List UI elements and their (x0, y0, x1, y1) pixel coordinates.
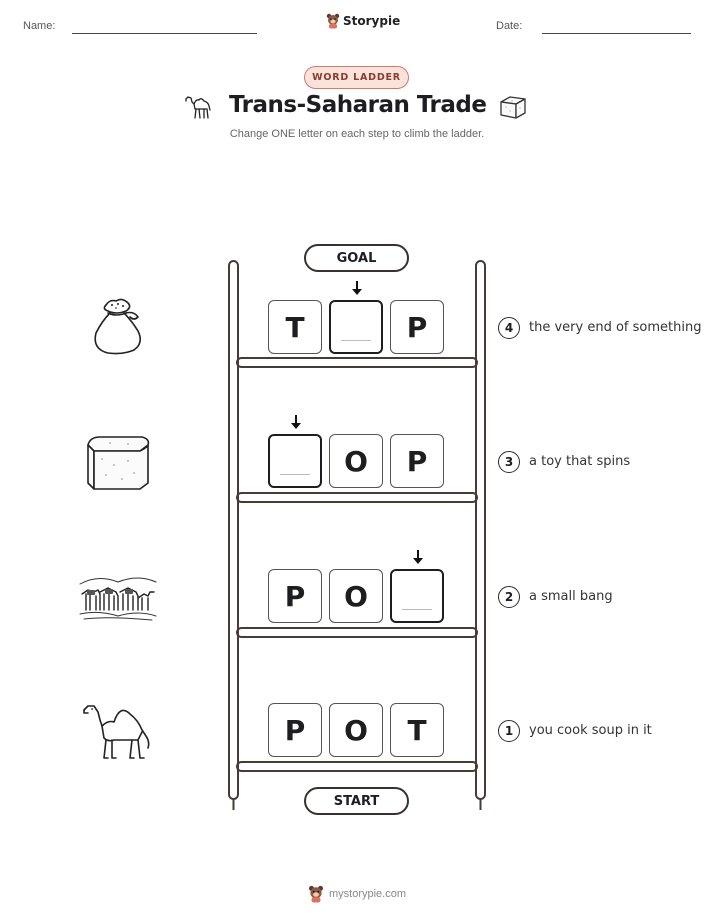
clue-text: you cook soup in it (529, 723, 652, 738)
letter-tile: P (268, 703, 322, 757)
tile-letter: T (285, 310, 305, 344)
start-label: START (304, 787, 409, 815)
brand-name: Storypie (343, 14, 401, 28)
sugar-cube-icon (500, 96, 526, 119)
letter-tile: T (268, 300, 322, 354)
arrow-down-icon (291, 415, 301, 429)
goal-label: GOAL (304, 244, 409, 272)
footer-url: mystorypie.com (329, 888, 407, 900)
date-line[interactable] (542, 33, 691, 34)
tile-letter: O (344, 579, 368, 613)
tile-letter: P (284, 579, 306, 613)
tile-letter: T (407, 713, 427, 747)
letter-tile: P (390, 434, 444, 488)
letter-tile: O (329, 434, 383, 488)
camel-icon (185, 96, 211, 119)
date-label: Date: (496, 20, 523, 32)
arrow-down-icon (352, 281, 362, 295)
tile-letter: P (406, 444, 428, 478)
letter-tile: O (329, 569, 383, 623)
bear-mascot-icon (326, 13, 340, 29)
instructions: Change ONE letter on each step to climb … (229, 128, 485, 140)
name-line[interactable] (72, 33, 257, 34)
blank-letter-input[interactable] (329, 300, 383, 354)
ladder-frame (228, 260, 486, 810)
step-number: 3 (498, 451, 520, 473)
letter-tile: O (329, 703, 383, 757)
letter-tile: P (268, 569, 322, 623)
clue-text: the very end of something (529, 320, 702, 335)
footer: mystorypie.com (308, 885, 406, 903)
caravan-icon (79, 577, 157, 621)
blank-letter-input[interactable] (268, 434, 322, 488)
step-number: 2 (498, 586, 520, 608)
step-number: 4 (498, 317, 520, 339)
word-ladder-badge: WORD LADDER (304, 66, 409, 89)
page-title: Trans-Saharan Trade (229, 92, 487, 118)
clue-text: a toy that spins (529, 454, 631, 469)
step-number: 1 (498, 720, 520, 742)
tile-letter: P (284, 713, 306, 747)
brand-logo: Storypie (326, 13, 400, 29)
tile-letter: O (344, 444, 368, 478)
name-label: Name: (23, 20, 56, 32)
camel-icon (83, 705, 150, 759)
sugar-cube-icon (87, 436, 150, 490)
blank-letter-input[interactable] (390, 569, 444, 623)
bear-mascot-icon (309, 885, 323, 903)
arrow-down-icon (413, 550, 423, 564)
letter-tile: T (390, 703, 444, 757)
pouch-icon (94, 298, 142, 355)
letter-tile: P (390, 300, 444, 354)
tile-letter: O (344, 713, 368, 747)
tile-letter: P (406, 310, 428, 344)
clue-text: a small bang (529, 589, 613, 604)
